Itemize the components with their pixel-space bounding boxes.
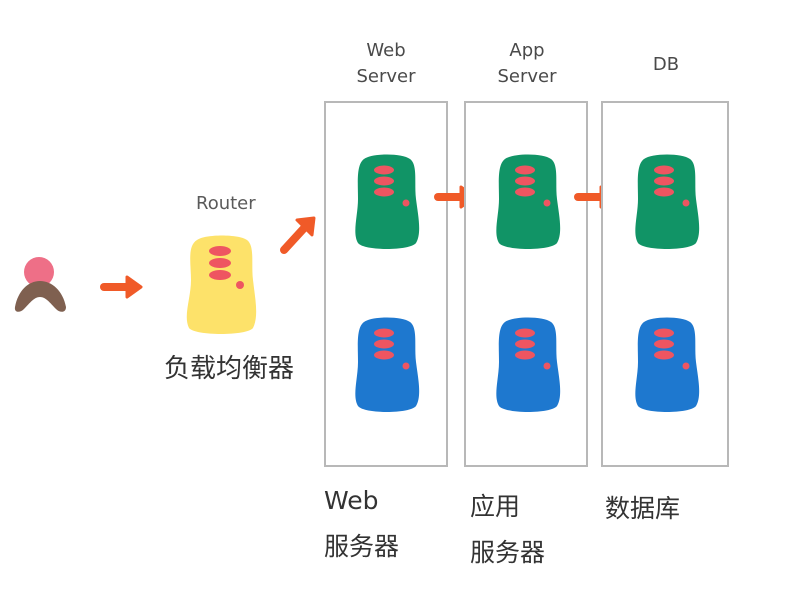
arrow-router-to-web <box>280 216 316 254</box>
db-title: DB <box>620 52 712 78</box>
router-label: Router <box>196 193 256 214</box>
app-server-title-line-2: Server <box>497 66 557 87</box>
db-column <box>601 101 729 467</box>
web-server-title-line-1: Web <box>366 40 406 61</box>
web-server-title: Web Server <box>340 38 432 90</box>
db-title-line-1: DB <box>652 54 680 75</box>
load-balancer-label: 负载均衡器 <box>164 354 295 384</box>
db-caption-line-1: 数据库 <box>605 494 681 523</box>
web-server-caption: Web 服务器 <box>324 478 399 570</box>
web-server-title-line-2: Server <box>356 66 416 87</box>
app-server-green-icon <box>496 154 561 249</box>
app-server-column <box>464 101 588 467</box>
arrow-user-to-router <box>100 275 143 299</box>
db-blue-icon <box>635 317 700 412</box>
db-caption: 数据库 <box>605 486 680 532</box>
web-server-column <box>324 101 448 467</box>
app-server-caption: 应用 服务器 <box>470 484 545 576</box>
app-server-blue-icon <box>496 317 561 412</box>
db-green-icon <box>635 154 700 249</box>
app-server-title-line-1: App <box>509 40 545 61</box>
web-server-blue-icon <box>355 317 420 412</box>
app-server-caption-line-1: 应用 <box>470 492 521 521</box>
app-server-title: App Server <box>481 38 573 90</box>
app-server-caption-line-2: 服务器 <box>470 538 546 567</box>
web-server-caption-line-2: 服务器 <box>324 532 400 561</box>
web-server-green-icon <box>355 154 420 249</box>
web-server-caption-line-1: Web <box>324 486 379 515</box>
router-device-icon <box>186 235 257 334</box>
user-icon <box>14 257 66 312</box>
